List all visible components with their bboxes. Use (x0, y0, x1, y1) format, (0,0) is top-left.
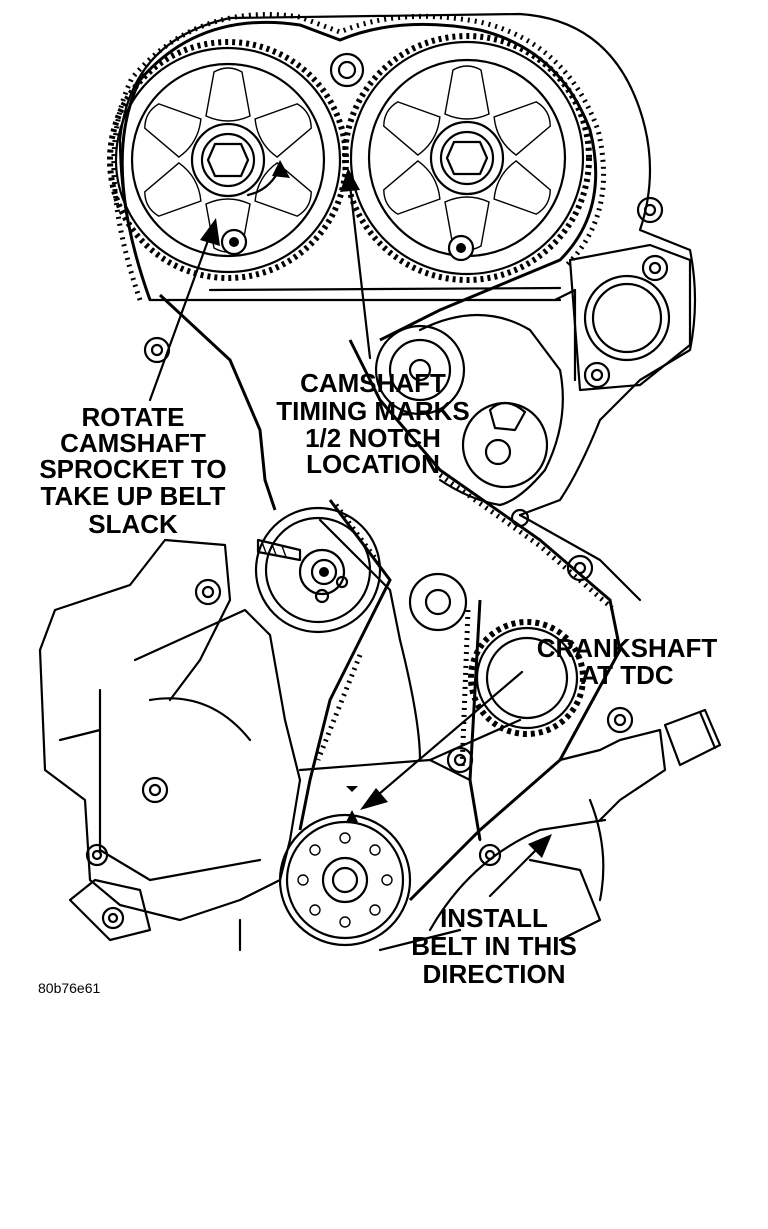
label-crankshaft: CRANKSHAFT AT TDC (537, 633, 718, 690)
rotate-line-3: SPROCKET TO (39, 454, 226, 484)
timing-line-2: TIMING MARKS (276, 396, 470, 426)
callout-arrow-crankshaft (360, 670, 524, 810)
center-idler (408, 572, 468, 632)
timing-line-4: LOCATION (306, 449, 440, 479)
timing-line-3: 1/2 NOTCH (305, 423, 441, 453)
install-line-3: DIRECTION (423, 959, 566, 989)
right-housing-boss (583, 274, 671, 362)
crank-line-2: AT TDC (580, 660, 674, 690)
crankshaft-damper (278, 786, 412, 947)
tensioner-pulley (254, 506, 382, 634)
label-rotate-camshaft: ROTATE CAMSHAFT SPROCKET TO TAKE UP BELT… (39, 402, 226, 539)
callout-arrow-timing-marks (340, 168, 372, 360)
left-camshaft-sprocket (107, 39, 349, 281)
top-bolt (329, 52, 365, 88)
rotate-line-2: CAMSHAFT (60, 428, 206, 458)
rotate-line-5: SLACK (88, 509, 178, 539)
figure-code: 80b76e61 (38, 980, 101, 996)
timing-line-1: CAMSHAFT (300, 368, 446, 398)
callout-arrow-install (488, 834, 552, 898)
rotate-line-4: TAKE UP BELT (41, 481, 226, 511)
label-camshaft-timing: CAMSHAFT TIMING MARKS 1/2 NOTCH LOCATION (276, 368, 470, 479)
install-line-1: INSTALL (440, 903, 548, 933)
water-pump-pulley (461, 401, 549, 489)
crankshaft-sprocket (468, 619, 586, 737)
callout-arrow-rotate (148, 218, 220, 402)
install-line-2: BELT IN THIS (411, 931, 577, 961)
rotate-line-1: ROTATE (81, 402, 184, 432)
crank-line-1: CRANKSHAFT (537, 633, 718, 663)
right-camshaft-sprocket (342, 33, 592, 283)
rotate-arrowhead (272, 160, 290, 178)
label-install-belt: INSTALL BELT IN THIS DIRECTION (411, 903, 577, 989)
upper-idler-pulley (374, 324, 466, 416)
